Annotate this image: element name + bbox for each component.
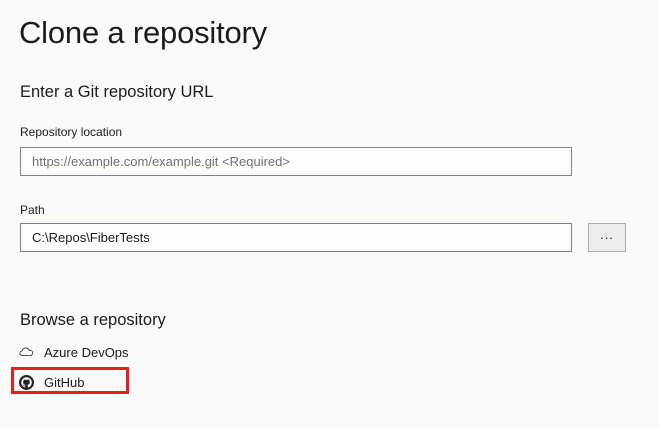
provider-item-azure-devops[interactable]: Azure DevOps xyxy=(18,341,129,363)
provider-item-github-label: GitHub xyxy=(44,374,85,390)
provider-item-github[interactable]: GitHub xyxy=(18,371,84,393)
repository-location-label: Repository location xyxy=(20,125,123,139)
browse-section-heading: Browse a repository xyxy=(20,311,166,329)
browse-folder-button[interactable]: ... xyxy=(588,223,626,252)
repository-location-input[interactable] xyxy=(20,147,572,176)
path-input[interactable] xyxy=(20,223,572,252)
page-title: Clone a repository xyxy=(19,15,267,50)
path-label: Path xyxy=(20,203,45,217)
url-section-heading: Enter a Git repository URL xyxy=(20,83,214,101)
browse-folder-button-label: ... xyxy=(600,226,614,242)
cloud-icon xyxy=(18,344,35,361)
github-icon xyxy=(18,374,35,391)
provider-item-azure-devops-label: Azure DevOps xyxy=(44,344,129,360)
